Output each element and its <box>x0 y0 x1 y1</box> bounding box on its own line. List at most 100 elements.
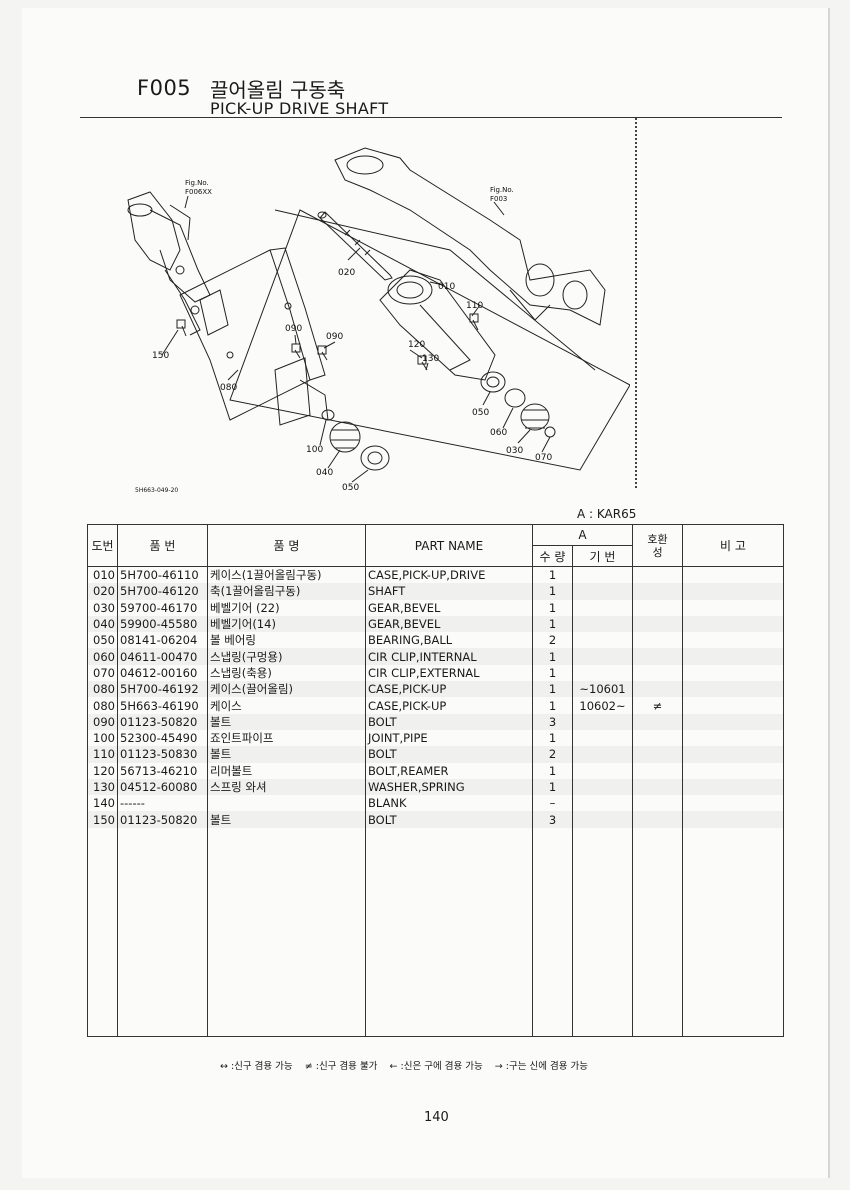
row-ref-no: 150 <box>87 811 118 828</box>
header-rule <box>80 117 782 118</box>
row-interchangeability <box>632 664 683 682</box>
row-quantity: 2 <box>532 746 573 763</box>
row-interchangeability <box>632 583 683 600</box>
header-quantity: 수 량 <box>532 545 573 567</box>
row-interchangeability <box>632 795 683 812</box>
row-name-korean: 죠인트파이프 <box>207 729 366 747</box>
row-name-korean: 스냅링(구멍용) <box>207 648 366 665</box>
row-quantity: 1 <box>532 583 573 600</box>
row-serial <box>572 762 633 779</box>
header-part-number: 품 번 <box>117 524 208 567</box>
exploded-parts-diagram: Fig.No. F006XX Fig.No. F003 020 010 110 … <box>127 147 630 494</box>
row-remarks <box>682 795 784 812</box>
row-quantity: 1 <box>532 566 573 584</box>
row-interchangeability: ≠ <box>632 697 683 714</box>
row-name-korean: 베벨기어 (22) <box>207 599 366 616</box>
row-name-korean: 축(1끌어올림구동) <box>207 583 366 600</box>
row-ref-no: 080 <box>87 697 118 714</box>
drawing-number: 5H663-049-20 <box>135 487 178 494</box>
row-serial <box>572 746 633 763</box>
row-part-name: CIR CLIP,EXTERNAL <box>365 664 533 682</box>
bevel-gear-040 <box>329 421 361 453</box>
row-quantity: – <box>532 795 573 812</box>
row-interchangeability <box>632 811 683 828</box>
row-interchangeability <box>632 599 683 616</box>
row-serial <box>572 795 633 812</box>
row-part-number: 04512-60080 <box>117 778 208 796</box>
row-name-korean: 볼트 <box>207 746 366 763</box>
row-part-number: 59700-46170 <box>117 599 208 616</box>
row-part-number: 5H700-46120 <box>117 583 208 600</box>
row-ref-no: 100 <box>87 729 118 747</box>
row-quantity: 1 <box>532 778 573 796</box>
case-pick-up-drive-010 <box>379 269 496 381</box>
callout-080: 080 <box>220 383 237 393</box>
empty-cell <box>682 827 784 1037</box>
row-serial <box>572 615 633 633</box>
row-serial <box>572 713 633 730</box>
callout-090-a: 090 <box>285 324 302 334</box>
circlip-070 <box>544 426 556 438</box>
row-part-number: 5H663-46190 <box>117 697 208 714</box>
table-empty-space <box>87 827 784 1037</box>
row-name-korean: 볼트 <box>207 811 366 828</box>
header-part-name: PART NAME <box>365 524 533 567</box>
callout-110: 110 <box>466 301 483 311</box>
callout-010: 010 <box>438 282 455 292</box>
row-name-korean: 베벨기어(14) <box>207 615 366 633</box>
row-quantity: 1 <box>532 681 573 698</box>
row-part-name: BEARING,BALL <box>365 632 533 649</box>
fig-ref-number-right: F003 <box>490 195 507 203</box>
row-ref-no: 130 <box>87 778 118 796</box>
header-ref-no: 도번 <box>87 524 118 567</box>
row-ref-no: 010 <box>87 566 118 584</box>
joint-pipe-100 <box>321 409 335 421</box>
row-remarks <box>682 599 784 616</box>
empty-cell <box>532 827 573 1037</box>
column-divider-dotted <box>635 118 637 488</box>
empty-cell <box>572 827 633 1037</box>
row-remarks <box>682 648 784 665</box>
row-remarks <box>682 664 784 682</box>
row-part-number: 01123-50820 <box>117 811 208 828</box>
empty-cell <box>207 827 366 1037</box>
row-part-number: ------ <box>117 795 208 812</box>
row-quantity: 1 <box>532 762 573 779</box>
row-ref-no: 140 <box>87 795 118 812</box>
figure-code: F005 <box>137 76 192 100</box>
legend-new-for-old: ← :신은 구에 겸용 가능 <box>389 1061 483 1072</box>
row-name-korean: 리머볼트 <box>207 762 366 779</box>
row-ref-no: 020 <box>87 583 118 600</box>
row-quantity: 1 <box>532 697 573 714</box>
row-ref-no: 030 <box>87 599 118 616</box>
row-serial <box>572 811 633 828</box>
bolts <box>176 313 479 371</box>
row-part-number: 01123-50820 <box>117 713 208 730</box>
row-serial <box>572 664 633 682</box>
row-serial: ~10601 <box>572 681 633 698</box>
row-part-number: 52300-45490 <box>117 729 208 747</box>
row-remarks <box>682 729 784 747</box>
parts-table: 도번 품 번 품 명 PART NAME A 호환성 비 고 수 량 기 번 0… <box>87 524 784 1037</box>
row-interchangeability <box>632 632 683 649</box>
row-remarks <box>682 583 784 600</box>
row-part-name: CIR CLIP,INTERNAL <box>365 648 533 665</box>
row-remarks <box>682 681 784 698</box>
row-interchangeability <box>632 778 683 796</box>
row-part-name: GEAR,BEVEL <box>365 599 533 616</box>
row-part-name: CASE,PICK-UP,DRIVE <box>365 566 533 584</box>
row-interchangeability <box>632 729 683 747</box>
row-quantity: 1 <box>532 599 573 616</box>
header-name-korean: 품 명 <box>207 524 366 567</box>
row-name-korean: 케이스(끌어올림) <box>207 681 366 698</box>
row-name-korean: 볼 베어링 <box>207 632 366 649</box>
reference-housing-right <box>334 147 606 326</box>
row-part-number: 56713-46210 <box>117 762 208 779</box>
bevel-gear-030 <box>520 403 550 431</box>
callout-050-upper: 050 <box>472 408 489 418</box>
